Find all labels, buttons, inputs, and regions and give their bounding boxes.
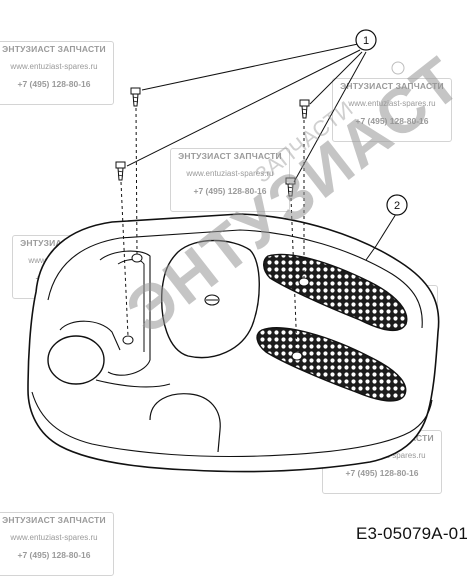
screw-hole bbox=[122, 335, 134, 345]
screw bbox=[130, 87, 141, 107]
screw-hole bbox=[291, 351, 303, 361]
watermark-phone: +7 (495) 128-80-16 bbox=[345, 468, 419, 478]
cover-rim bbox=[31, 391, 433, 458]
cover-notch bbox=[149, 393, 221, 453]
watermark-name: ЭНТУЗИАСТ ЗАПЧАСТИ bbox=[178, 151, 282, 161]
screw bbox=[299, 99, 310, 119]
watermark-phone: +7 (495) 128-80-16 bbox=[193, 186, 267, 196]
screw bbox=[115, 161, 126, 181]
cover-inner-edge bbox=[47, 229, 423, 329]
leader-lines-screws bbox=[126, 43, 367, 183]
front-bevel bbox=[95, 379, 171, 388]
parts-diagram: ЭНТУЗИАСТ ЗАПЧАСТИ www.entuziast-spares.… bbox=[0, 29, 472, 576]
watermark-site: www.entuziast-spares.ru bbox=[186, 169, 274, 178]
watermark-stamp: ЭНТУЗИАСТ ЗАПЧАСТИ www.entuziast-spares.… bbox=[332, 78, 452, 142]
watermark-phone: +7 (495) 128-80-16 bbox=[17, 79, 91, 89]
upper-vent-grille bbox=[263, 253, 408, 331]
watermark-phone: +7 (495) 128-80-16 bbox=[17, 550, 91, 560]
watermark-phone: +7 (495) 128-80-16 bbox=[355, 116, 429, 126]
callout-number-1: 1 bbox=[363, 35, 369, 47]
oil-cap-neck bbox=[59, 320, 121, 351]
watermark-name: ЭНТУЗИАСТ ЗАПЧАСТИ bbox=[2, 515, 106, 525]
watermark-site: www.entuziast-spares.ru bbox=[10, 62, 98, 71]
assembly-lines bbox=[120, 107, 305, 353]
oil-cap bbox=[47, 335, 105, 385]
diagram-code: E3-05079A-01 bbox=[355, 524, 468, 543]
watermark-site: www.entuziast-spares.ru bbox=[10, 533, 98, 542]
watermark-logo-ring bbox=[391, 61, 405, 75]
screw-hole bbox=[298, 277, 310, 287]
screw-hole bbox=[131, 253, 143, 263]
cover-drawing: 1 2 bbox=[27, 29, 440, 473]
leader-line-cover bbox=[365, 213, 397, 261]
callout-number-2: 2 bbox=[394, 200, 400, 212]
watermark-name: ЭНТУЗИАСТ ЗАПЧАСТИ bbox=[2, 44, 106, 54]
callout-circle-1 bbox=[355, 29, 377, 51]
watermark-stamp: ЭНТУЗИАСТ ЗАПЧАСТИ www.entuziast-spares.… bbox=[0, 41, 114, 105]
watermark-site: www.entuziast-spares.ru bbox=[348, 99, 436, 108]
watermark-name: ЭНТУЗИАСТ ЗАПЧАСТИ bbox=[340, 81, 444, 91]
callout-circle-2 bbox=[386, 194, 408, 216]
left-channel bbox=[99, 250, 151, 376]
lower-vent-grille bbox=[256, 327, 407, 402]
